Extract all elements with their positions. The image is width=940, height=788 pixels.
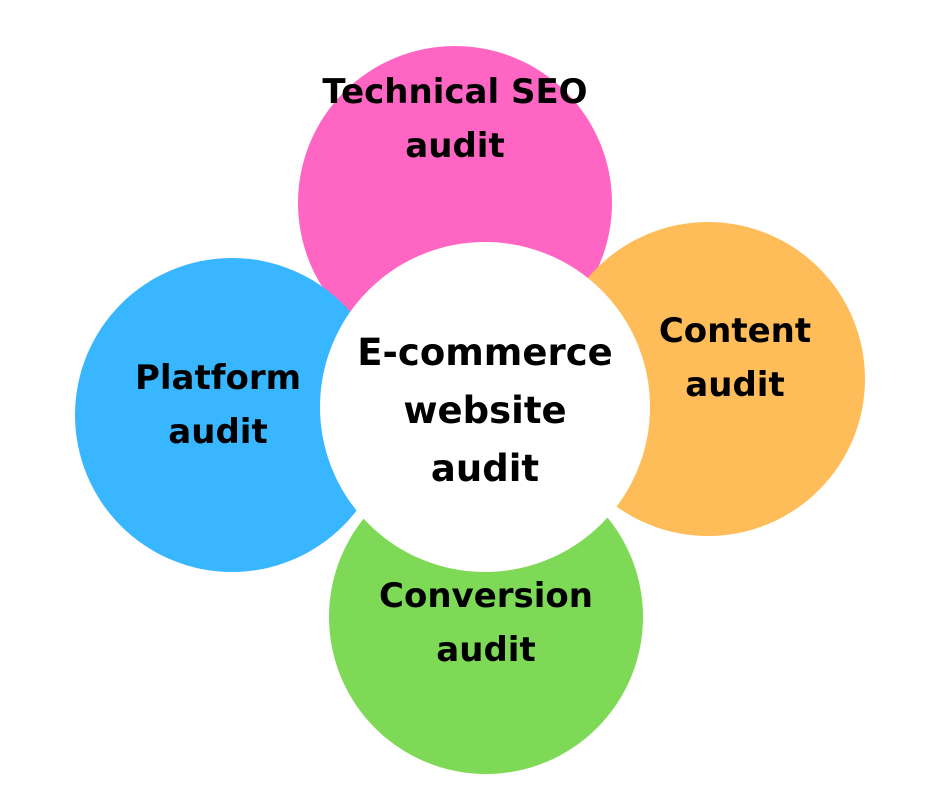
content-label-line-1: Content [658,311,812,351]
content-label-line-2: audit [685,365,785,405]
technical-seo-label-line-1: Technical SEO [322,72,588,112]
conversion-label-line-1: Conversion [379,576,593,616]
platform-label-line-2: audit [168,412,268,452]
center-circle: E-commerce website audit [320,242,650,572]
conversion-label-line-2: audit [436,630,536,670]
center-label-line-3: audit [430,447,540,490]
technical-seo-label-line-2: audit [405,126,505,166]
platform-label-line-1: Platform [134,358,302,398]
center-label-line-1: E-commerce [357,331,613,374]
center-label-line-2: website [403,389,567,432]
